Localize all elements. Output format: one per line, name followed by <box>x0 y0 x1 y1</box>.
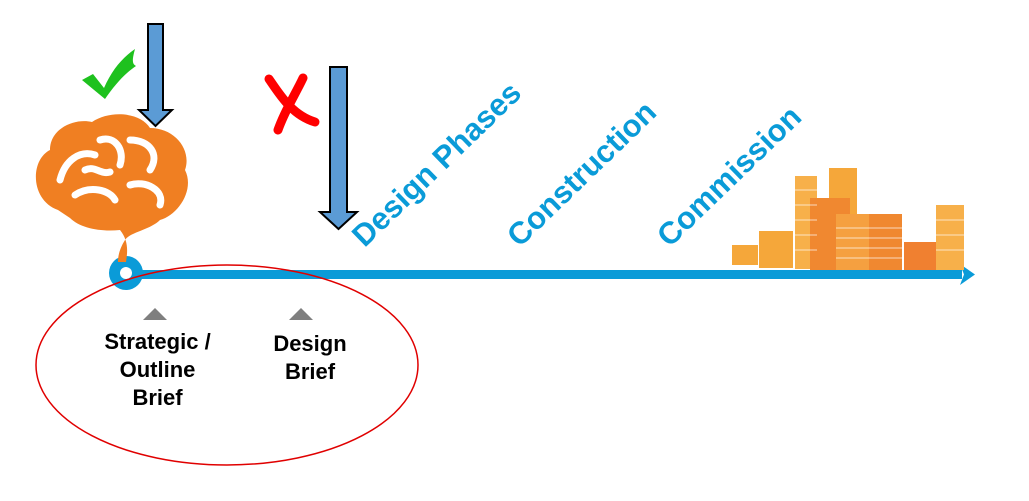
label-line: Design <box>273 331 347 356</box>
city-buildings-icon <box>732 168 964 270</box>
milestone-strategic-brief: Strategic / Outline Brief <box>90 328 225 412</box>
milestone-marker-strategic <box>143 308 167 320</box>
check-icon <box>82 49 136 99</box>
highlight-ellipse <box>35 264 419 466</box>
cross-icon <box>264 73 320 135</box>
down-arrow-design <box>317 66 360 231</box>
milestone-marker-design <box>289 308 313 320</box>
label-line: Outline <box>119 357 196 382</box>
down-arrow-strategic <box>136 23 175 128</box>
brain-icon <box>35 114 188 263</box>
milestone-design-brief: Design Brief <box>250 330 370 386</box>
label-line: Strategic / <box>104 329 211 354</box>
label-line: Brief <box>284 359 336 384</box>
label-line: Brief <box>132 385 183 410</box>
